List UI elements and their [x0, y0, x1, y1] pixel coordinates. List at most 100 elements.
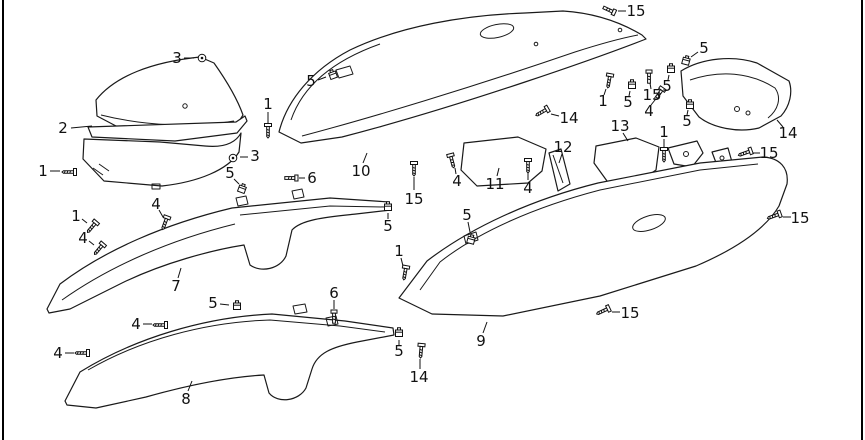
grommet-icon	[197, 53, 207, 63]
part-9-tail-cowl	[398, 156, 788, 317]
clip-icon	[628, 79, 636, 89]
callout-label-11: 11	[485, 175, 504, 193]
part-9-inner-edge	[419, 163, 759, 291]
leader-line	[81, 218, 88, 224]
callout-label-4: 4	[131, 315, 141, 333]
leader-line	[187, 380, 193, 392]
leader-line	[649, 82, 652, 90]
callout-label-7: 7	[171, 277, 181, 295]
callout-label-5: 5	[623, 93, 633, 111]
callout-label-5: 5	[225, 164, 235, 182]
callout-label-5: 5	[462, 206, 472, 224]
part-11-grille	[460, 136, 547, 187]
leader-line	[558, 153, 563, 164]
callout-label-5: 5	[682, 112, 692, 130]
screw-icon	[264, 123, 272, 139]
leader-line	[603, 88, 607, 96]
part-10-screw-hole-b	[617, 27, 623, 33]
part-7-inner-line	[61, 223, 236, 301]
leader-line	[219, 303, 230, 306]
part-2-hole	[182, 103, 188, 109]
callout-label-1: 1	[659, 123, 669, 141]
leader-line	[496, 167, 500, 177]
callout-label-5: 5	[208, 294, 218, 312]
leader-line	[667, 74, 670, 81]
screw-icon	[660, 147, 668, 163]
leader-line	[467, 221, 471, 233]
screw-icon	[736, 146, 754, 160]
leader-lines	[50, 10, 791, 392]
bolt-icon	[284, 174, 299, 182]
part-10-upper-cowl	[278, 10, 647, 144]
leader-line	[362, 152, 368, 164]
leader-line	[650, 99, 656, 106]
clip-icon	[233, 300, 241, 310]
part-14-hole-a	[734, 106, 740, 112]
grommet-icon	[228, 153, 238, 163]
callout-label-2: 2	[58, 119, 68, 137]
clip-icon	[681, 54, 692, 66]
screw-icon	[91, 240, 108, 258]
callout-label-15: 15	[620, 304, 639, 322]
part-2-upper-shell	[95, 56, 244, 132]
part-2-hatch-b	[98, 163, 110, 172]
leader-line	[686, 109, 689, 116]
callout-label-4: 4	[452, 172, 462, 190]
part-9-top-tab	[463, 231, 479, 245]
callout-label-1: 1	[263, 95, 273, 113]
screw-icon	[399, 264, 411, 282]
callout-label-3: 3	[250, 147, 260, 165]
callout-label-15: 15	[642, 86, 661, 104]
part-8-bracket	[292, 303, 308, 315]
callout-label-8: 8	[181, 390, 191, 408]
part-14-side-cover	[680, 58, 792, 131]
part-10-vent-cutout	[479, 23, 515, 39]
leader-line	[70, 125, 93, 129]
callout-label-14: 14	[409, 368, 428, 386]
part-2-hatch-a	[92, 167, 104, 176]
callout-label-4: 4	[53, 344, 63, 362]
clip-icon	[237, 182, 248, 194]
callout-label-9: 9	[476, 332, 486, 350]
callout-label-15: 15	[790, 209, 809, 227]
screw-icon	[416, 342, 426, 359]
screw-icon	[74, 349, 90, 357]
callout-label-5: 5	[306, 72, 316, 90]
part-8-inner-line	[87, 319, 386, 371]
screw-icon	[594, 304, 612, 318]
part-9-oval-recess	[632, 214, 666, 232]
callout-label-12: 12	[553, 138, 572, 156]
part-2-middle-blade	[87, 115, 248, 142]
leader-line	[482, 321, 488, 334]
screw-icon	[61, 168, 77, 176]
part-10-top-crease	[290, 43, 381, 121]
part-7-side-panel	[46, 197, 392, 314]
screw-icon	[410, 161, 418, 177]
callout-label-10: 10	[351, 162, 370, 180]
leader-line	[628, 90, 631, 97]
part-10-screw-hole-a	[533, 41, 539, 47]
callout-label-6: 6	[329, 284, 339, 302]
callout-label-1: 1	[394, 242, 404, 260]
part-7-clip-seat-a	[235, 195, 249, 207]
callout-label-6: 6	[307, 169, 317, 187]
part-2-lower-shell	[82, 132, 242, 187]
callout-label-15: 15	[404, 190, 423, 208]
callout-label-5: 5	[394, 342, 404, 360]
panel-outlines	[46, 10, 792, 409]
callout-label-5: 5	[662, 77, 672, 95]
leader-line	[177, 267, 182, 279]
part-14-inner-curve	[689, 73, 779, 119]
screw-icon	[603, 72, 615, 90]
leader-line	[776, 119, 784, 128]
stay-bracket-a-hole	[683, 151, 689, 157]
screw-icon	[152, 321, 168, 329]
callout-label-15: 15	[759, 144, 778, 162]
part-12-inner-line	[552, 154, 564, 184]
part-14-hole-b	[745, 110, 751, 116]
callout-label-14: 14	[559, 109, 578, 127]
callout-label-1: 1	[598, 92, 608, 110]
